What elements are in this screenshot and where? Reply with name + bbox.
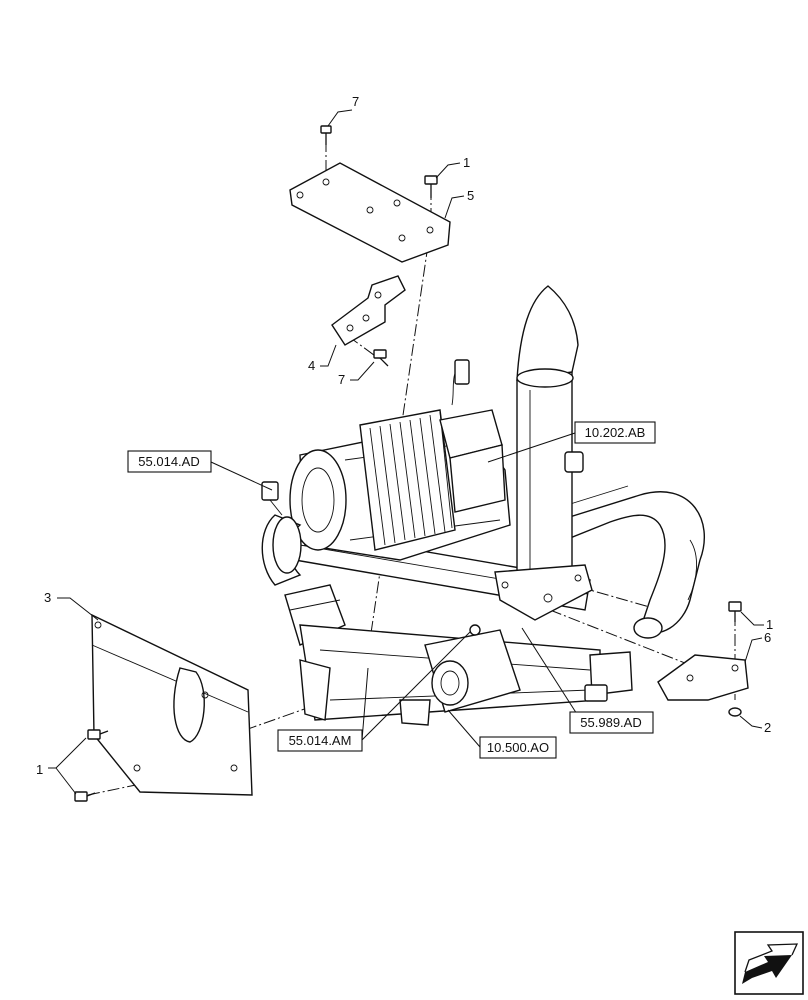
- callout-leaders: [48, 109, 764, 795]
- callout-5: 5: [467, 188, 474, 203]
- ref-55-989-ad[interactable]: 55.989.AD: [569, 711, 654, 734]
- canister-end-cap: [289, 449, 347, 551]
- canister-clamp-band: [359, 409, 456, 551]
- reference-boxes: 10.202.AB 55.014.AD 55.014.AM 10.500.AO …: [127, 421, 656, 759]
- bracket-6: [657, 654, 749, 701]
- arrow-next-page-icon[interactable]: [734, 931, 804, 995]
- ref-10-500-ao-label: 10.500.AO: [487, 740, 549, 755]
- ref-10-500-ao[interactable]: 10.500.AO: [479, 736, 557, 759]
- callout-1-right: 1: [766, 617, 773, 632]
- callout-3: 3: [44, 590, 51, 605]
- callout-1-top: 1: [463, 155, 470, 170]
- bolt-7-top: [320, 125, 332, 145]
- callout-4: 4: [308, 358, 315, 373]
- bolt-1-left-lower: [74, 791, 96, 802]
- ref-55-014-ad-label: 55.014.AD: [138, 454, 199, 469]
- ref-55-014-ad[interactable]: 55.014.AD: [127, 450, 212, 473]
- exhaust-assembly: [261, 285, 705, 726]
- ref-10-202-ab-label: 10.202.AB: [585, 425, 646, 440]
- callout-2: 2: [764, 720, 771, 735]
- nut-2: [728, 707, 742, 717]
- ref-55-014-am[interactable]: 55.014.AM: [277, 729, 363, 752]
- bracket-4: [331, 275, 406, 346]
- callout-1-left: 1: [36, 762, 43, 777]
- bolt-7-middle: [373, 349, 389, 367]
- callout-6: 6: [764, 630, 771, 645]
- bolt-1-top: [424, 175, 438, 198]
- pipe-outlet-end: [633, 617, 663, 639]
- callout-7-middle: 7: [338, 372, 345, 387]
- bolt-1-right: [728, 601, 742, 622]
- ref-55-014-am-label: 55.014.AM: [289, 733, 352, 748]
- heat-shield-3: [91, 613, 253, 796]
- reference-leaders: [210, 432, 583, 748]
- ref-10-202-ab[interactable]: 10.202.AB: [574, 421, 656, 444]
- bolt-1-left-upper: [87, 729, 109, 740]
- sensor-connector: [454, 359, 470, 385]
- callout-7-top: 7: [352, 94, 359, 109]
- mounting-plate-5: [289, 162, 451, 263]
- callout-numbers: 7 1 5 4 7 3 1 6 2 1: [36, 94, 773, 777]
- fasteners: [74, 125, 742, 802]
- ref-55-989-ad-label: 55.989.AD: [580, 715, 641, 730]
